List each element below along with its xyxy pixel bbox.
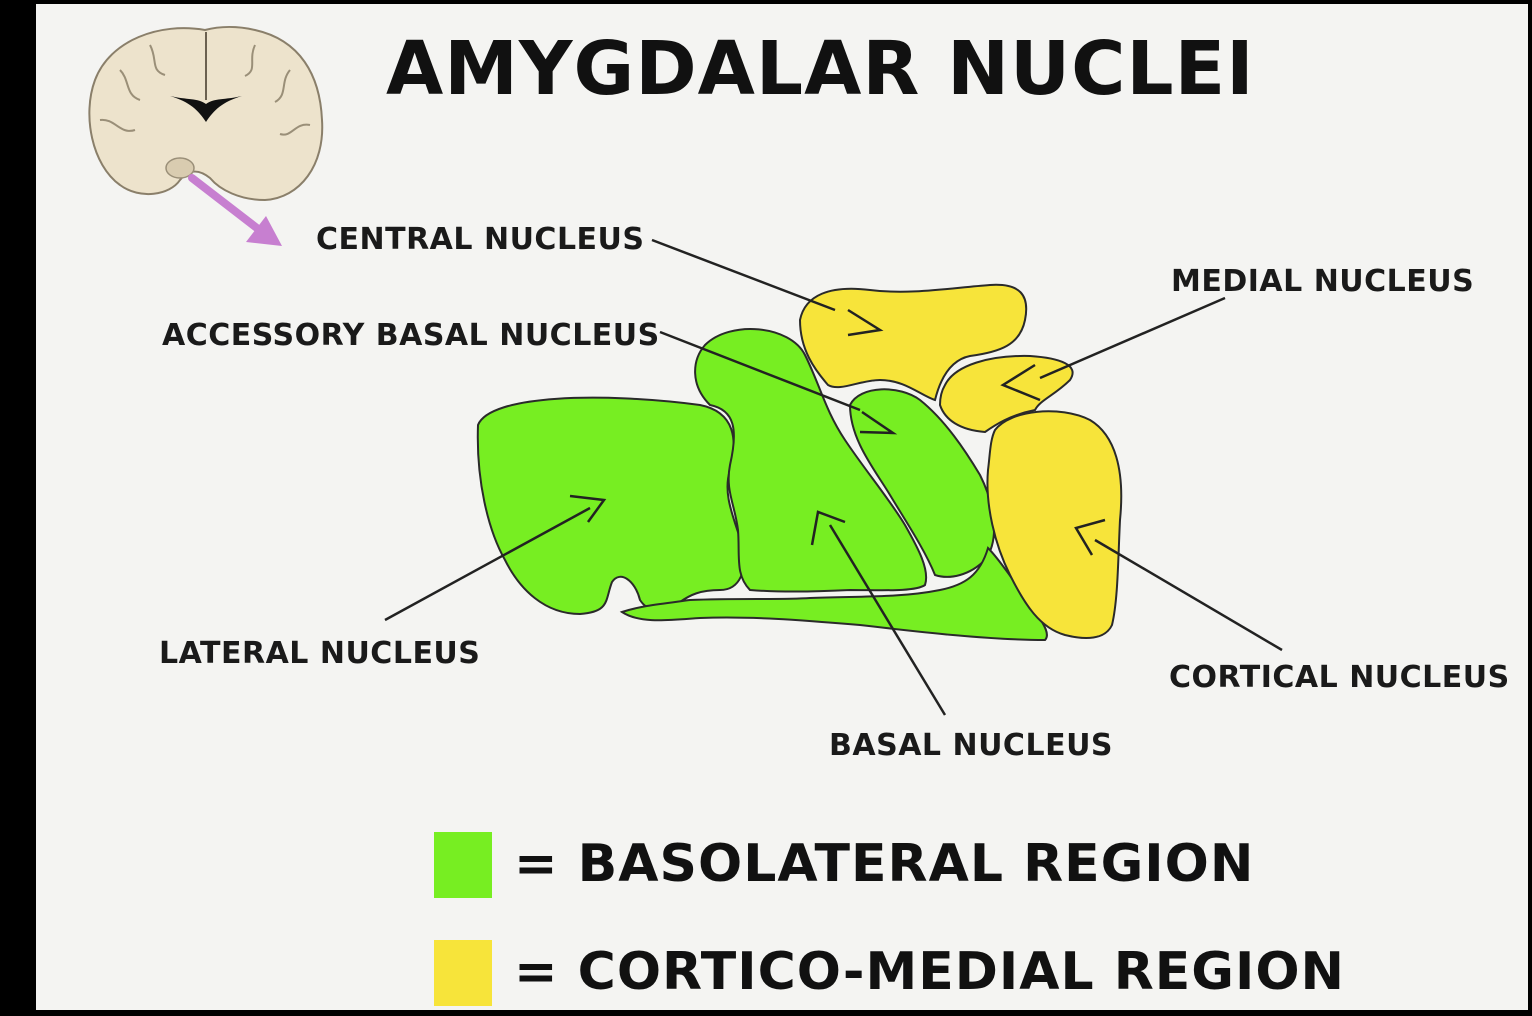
cortical-nucleus-label: CORTICAL NUCLEUS xyxy=(1169,660,1510,695)
central-nucleus-label: CENTRAL NUCLEUS xyxy=(316,222,645,257)
basal-nucleus-label: BASAL NUCLEUS xyxy=(829,728,1113,763)
medial-nucleus-label: MEDIAL NUCLEUS xyxy=(1171,264,1474,299)
legend-swatch-cortico-medial xyxy=(434,940,492,1006)
accessory-basal-nucleus-label: ACCESSORY BASAL NUCLEUS xyxy=(162,318,660,353)
lateral-nucleus-label: LATERAL NUCLEUS xyxy=(159,636,480,671)
diagram-canvas: AMYGDALAR NUCLEI CENTRAL NUCLEUS ACCESSO… xyxy=(36,4,1528,1010)
brain-coronal-section-icon xyxy=(89,27,322,200)
lateral-nucleus-shape xyxy=(478,398,744,614)
legend-swatch-basolateral xyxy=(434,832,492,898)
legend-text-basolateral: = BASOLATERAL REGION xyxy=(514,834,1254,894)
legend-text-cortico-medial: = CORTICO-MEDIAL REGION xyxy=(514,942,1345,1002)
page-title: AMYGDALAR NUCLEI xyxy=(386,26,1255,112)
